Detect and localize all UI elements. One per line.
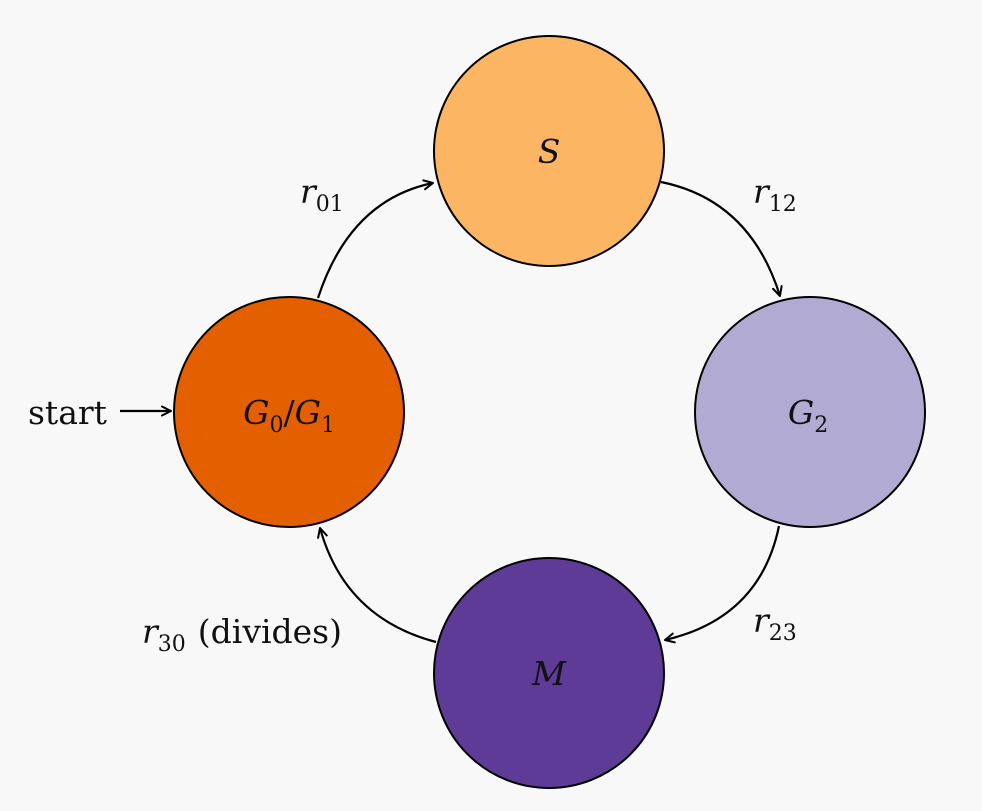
state-s-label: S xyxy=(538,132,561,171)
state-s: S xyxy=(433,35,665,267)
transition-arrow-r01 xyxy=(316,179,434,299)
state-s-circle xyxy=(433,35,665,267)
rate-label-r30: r30(divides) xyxy=(142,612,342,657)
state-g0-g1-label: G0/G1 xyxy=(243,393,335,438)
state-g0-g1-circle xyxy=(173,296,405,528)
state-m-label: M xyxy=(531,654,567,693)
state-g2: G2 xyxy=(694,296,926,528)
start-label: start xyxy=(28,393,107,432)
state-g2-label: G2 xyxy=(788,393,828,438)
transition-arrow-r23 xyxy=(664,525,781,644)
transition-arrow-r30 xyxy=(317,527,437,644)
transition-arrow-r12 xyxy=(660,180,783,297)
rate-label-r23: r23 xyxy=(753,601,797,646)
rate-label-r12: r12 xyxy=(753,172,797,217)
state-m-circle xyxy=(433,557,665,789)
state-m: M xyxy=(433,557,665,789)
state-g0-g1: G0/G1 xyxy=(173,296,405,528)
state-g2-circle xyxy=(694,296,926,528)
rate-label-r01: r01 xyxy=(300,172,344,217)
